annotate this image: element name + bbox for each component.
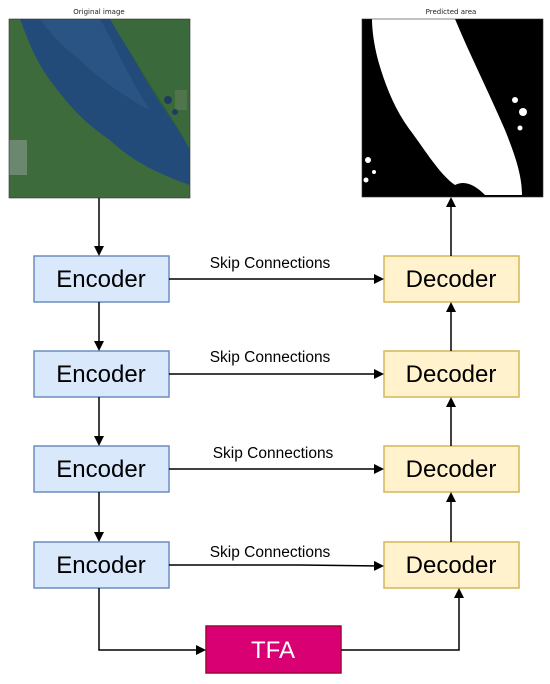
encoder-4: Encoder [33, 541, 170, 589]
decoder-2: Decoder [383, 350, 520, 398]
original-image-title: Original image [73, 8, 124, 16]
decoder-3: Decoder [383, 445, 520, 493]
tfa-to-decoder-arrow [341, 588, 464, 651]
encoder-to-tfa-arrow [98, 588, 206, 655]
encoder-1-label: Encoder [56, 266, 145, 293]
encoder-2-label: Encoder [56, 361, 145, 388]
predicted-mask [361, 18, 544, 198]
skip-label-2: Skip Connections [210, 349, 331, 366]
encoder-2: Encoder [33, 350, 170, 398]
original-image [8, 18, 191, 199]
tfa-label: TFA [251, 637, 295, 664]
decoder-2-label: Decoder [406, 361, 497, 388]
predicted-image-title: Predicted area [426, 8, 477, 16]
encoder-3: Encoder [33, 445, 170, 493]
skip-label-1: Skip Connections [210, 255, 331, 272]
decoder-1: Decoder [383, 255, 520, 303]
decoder-4: Decoder [383, 541, 520, 589]
predicted-image-panel: Predicted area [361, 8, 544, 198]
decoder-1-label: Decoder [406, 266, 497, 293]
skip-arrow-4 [169, 560, 384, 571]
skip-label-4: Skip Connections [210, 544, 331, 561]
tfa-block: TFA [205, 625, 342, 674]
encoder-4-label: Encoder [56, 552, 145, 579]
skip-label-3: Skip Connections [213, 445, 334, 462]
encoder-1: Encoder [33, 255, 170, 303]
encoder-3-label: Encoder [56, 456, 145, 483]
original-image-panel: Original image [8, 8, 191, 199]
decoder-3-label: Decoder [406, 456, 497, 483]
decoder-4-label: Decoder [406, 552, 497, 579]
